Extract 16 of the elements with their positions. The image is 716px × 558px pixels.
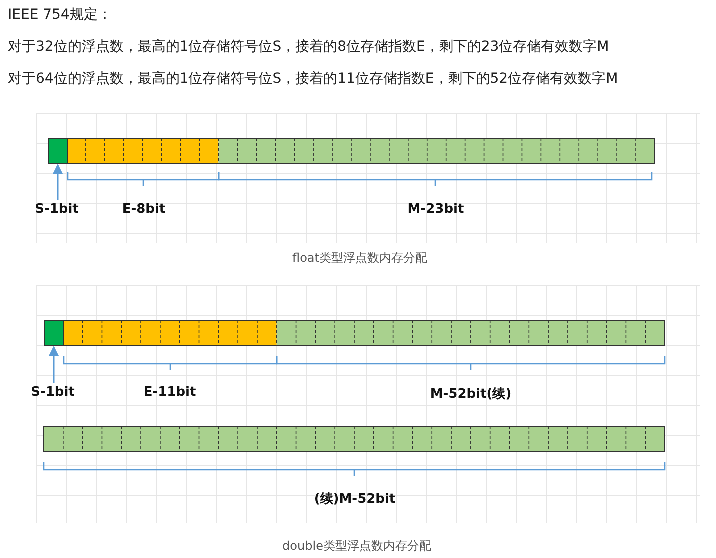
rule-text: 对于64位的浮点数，最高的1位存储符号位S，接着的11位存储指数E，剩下的52位存储有效数字M [8,70,618,88]
heading: IEEE 754规定： [8,6,112,24]
field-label: M-23bit [408,202,464,217]
field-label: (续)M-52bit [314,491,396,508]
field-label: E-8bit [122,202,166,217]
field-label: S-1bit [35,202,79,217]
figure-caption: double类型浮点数内存分配 [282,538,432,555]
field-label: S-1bit [31,385,75,400]
figure-caption: float类型浮点数内存分配 [292,250,428,267]
arrow [48,346,60,383]
field-label: M-52bit(续) [430,386,512,403]
sign-bit-cell [48,138,68,164]
arrow [52,164,64,200]
sign-bit-cell [44,320,64,346]
rule-text: 对于32位的浮点数，最高的1位存储符号位S，接着的8位存储指数E，剩下的23位存储有效数字M [8,38,610,56]
field-label: E-11bit [144,385,196,400]
